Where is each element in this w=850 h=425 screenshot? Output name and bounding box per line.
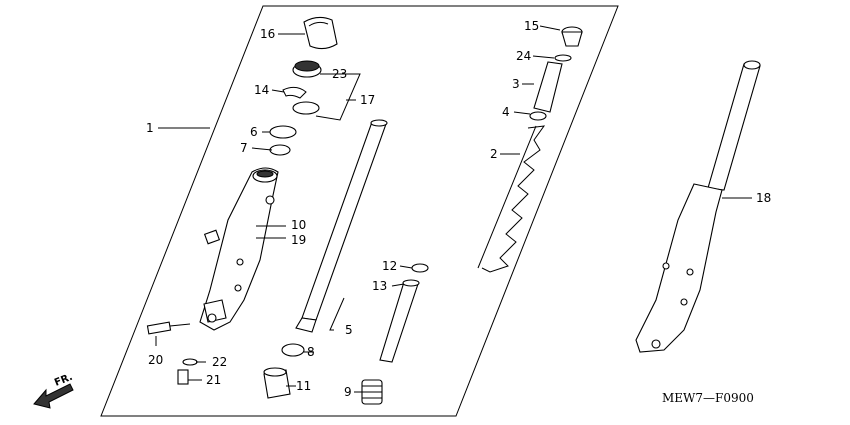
part-11-collar [263, 367, 291, 399]
callout-21: 21 [206, 373, 221, 387]
part-3-spacer [533, 61, 563, 113]
part-8-oil-lock [281, 343, 305, 357]
callout-3: 3 [512, 77, 520, 91]
part-9-rebound-spring [361, 379, 383, 405]
part-6-bushing [269, 125, 297, 139]
part-18-fork-assembly [635, 60, 761, 353]
callout-1: 1 [146, 121, 154, 135]
part-24-o-ring [554, 54, 572, 62]
callout-13: 13 [372, 279, 387, 293]
callout-10: 10 [291, 218, 306, 232]
callout-24: 24 [516, 49, 531, 63]
callout-15: 15 [524, 19, 539, 33]
callout-17: 17 [360, 93, 375, 107]
part-5-fork-tube [295, 119, 388, 333]
callout-14: 14 [254, 83, 269, 97]
callout-12: 12 [382, 259, 397, 273]
front-direction-arrow: FR. [33, 372, 74, 409]
part-1-fork-slider [199, 167, 279, 331]
part-4-spring-seat [529, 111, 547, 121]
callout-20: 20 [148, 353, 163, 367]
callout-8: 8 [307, 345, 315, 359]
callout-16: 16 [260, 27, 275, 41]
part-2-fork-spring [477, 125, 546, 273]
callout-18: 18 [756, 191, 771, 205]
callout-2: 2 [490, 147, 498, 161]
part-14-stopper-ring [282, 86, 307, 99]
callout-9: 9 [344, 385, 352, 399]
part-15-fork-bolt [561, 26, 583, 47]
callout-23: 23 [332, 67, 347, 81]
callout-11: 11 [296, 379, 311, 393]
callout-5: 5 [345, 323, 353, 337]
diagram-code: MEW7—F0900 [662, 391, 754, 405]
part-22-washer [182, 358, 198, 366]
callout-7: 7 [240, 141, 248, 155]
callout-labels: 1 2 3 4 5 6 7 8 9 10 11 12 13 14 15 16 1… [146, 19, 771, 399]
part-23-seal [292, 60, 322, 78]
part-12-piston-ring [411, 263, 429, 273]
leader-lines [155, 25, 752, 393]
callout-4: 4 [502, 105, 510, 119]
callout-22: 22 [212, 355, 227, 369]
part-21-bolt [177, 369, 189, 385]
assembly-boundary [100, 5, 619, 417]
part-16-dust-seal [303, 16, 338, 50]
callout-6: 6 [250, 125, 258, 139]
part-17-ring [292, 101, 320, 115]
part-13-damper-rod [379, 279, 420, 363]
callout-19: 19 [291, 233, 306, 247]
part-7-bushing [269, 144, 291, 156]
part-20-bolt [146, 321, 191, 335]
